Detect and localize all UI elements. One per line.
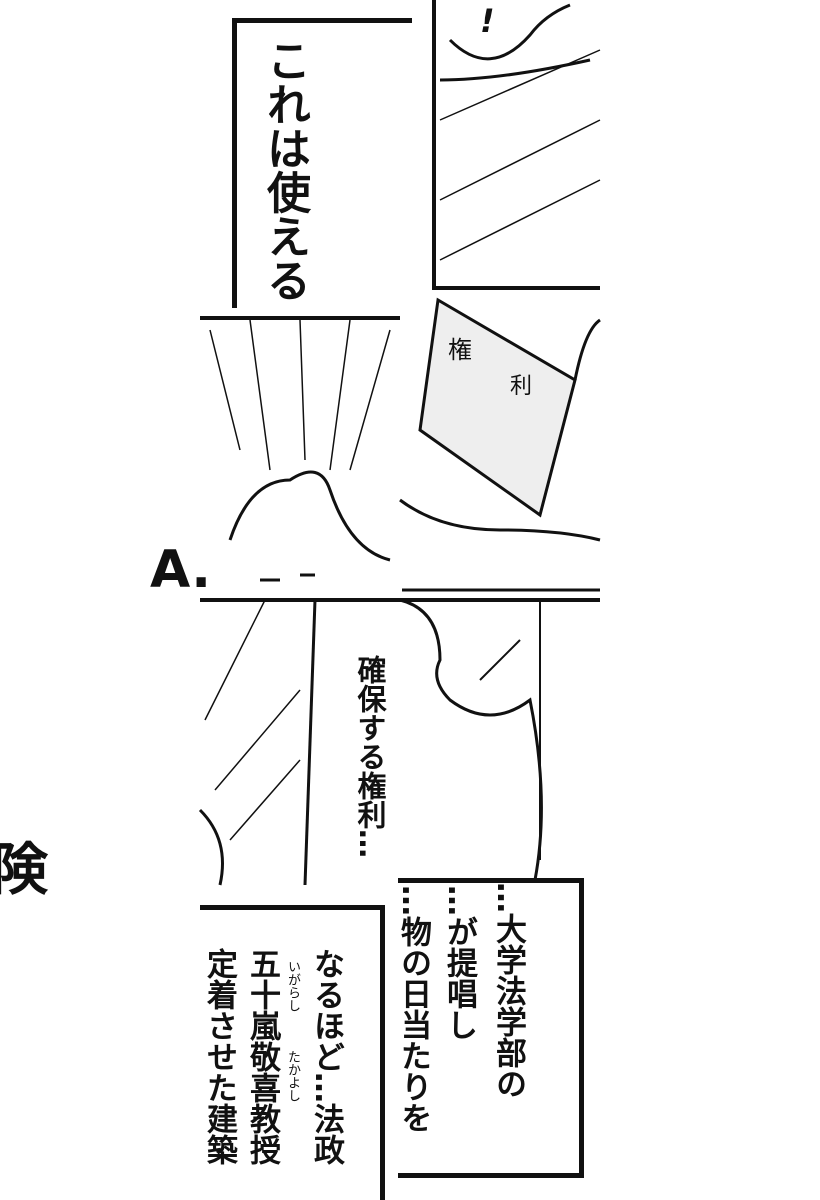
caption-line-2: …が提唱し xyxy=(441,885,477,1040)
ruby-igarashi: いがらし xyxy=(285,960,300,1012)
caption-line-1: …大学法学部の xyxy=(490,882,526,1099)
book-title-char-1: 権 xyxy=(448,336,472,364)
ruby-takayoshi: たかよし xyxy=(285,1050,300,1102)
caption-box-lower-left xyxy=(200,905,385,1200)
caption-line-naruhodo: なるほど…法政 xyxy=(308,948,344,1165)
book-title-char-2: 利 xyxy=(510,374,533,399)
caption-line-3: …物の日当たりを xyxy=(395,885,431,1133)
caption-box-lower-right xyxy=(398,878,584,1178)
caption-line-igarashi: 五十嵐敬喜教授 xyxy=(244,948,280,1165)
fragment-letter: A. xyxy=(150,540,211,600)
caption-box-top-left xyxy=(232,18,412,308)
caption-kore-wa-tsukaeru: これは使える xyxy=(259,38,310,302)
caption-line-teichaku: 定着させた建築 xyxy=(201,948,237,1165)
exclamation-mark: ! xyxy=(480,2,495,40)
caption-kakuho-suru-kenri: 確保する権利… xyxy=(353,655,387,858)
fragment-char: 険 xyxy=(0,838,48,903)
